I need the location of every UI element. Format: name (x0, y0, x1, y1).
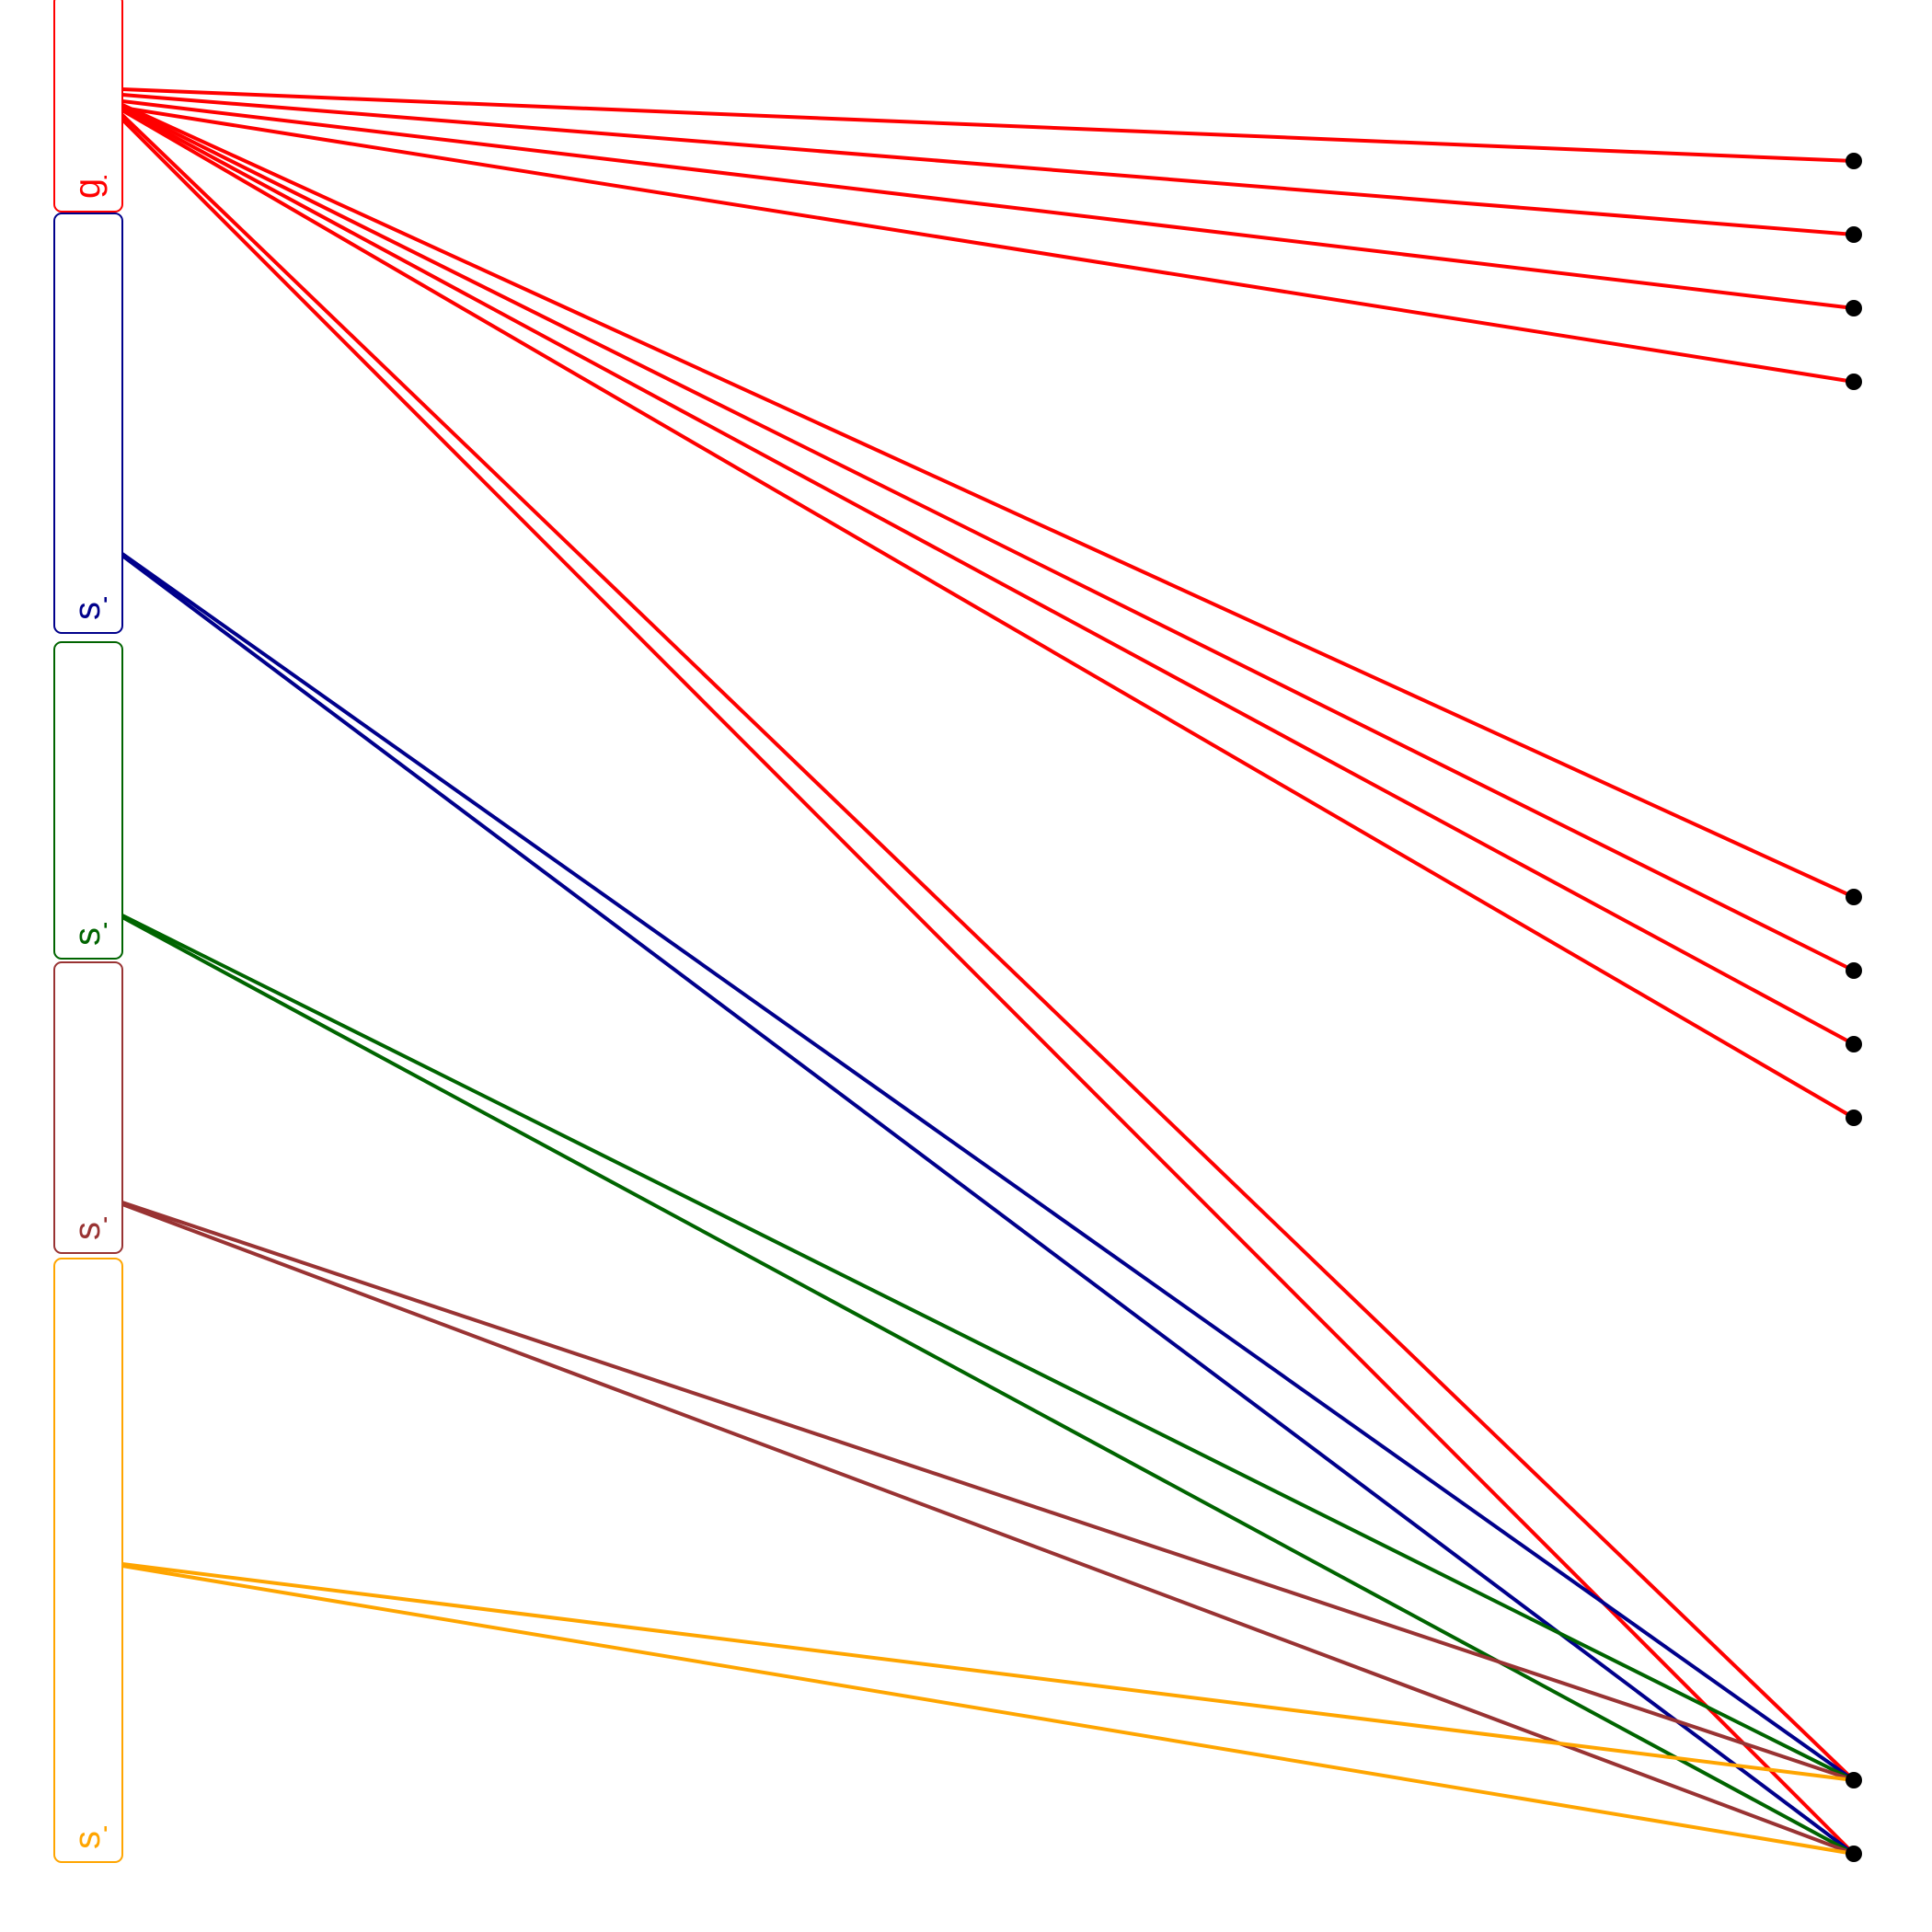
target-node-6 (1846, 1036, 1862, 1052)
target-node-0 (1846, 153, 1862, 169)
taxon-label-text: s__Escherichia fergusonii (67, 526, 108, 946)
link-alistipes-9 (121, 118, 1856, 1856)
link-fuso-8 (121, 1562, 1855, 1782)
target-node-9 (1846, 1846, 1862, 1862)
link-alistipes-6 (121, 107, 1855, 1046)
link-alistipes-5 (121, 105, 1855, 972)
link-alistipes-0 (121, 87, 1855, 163)
link-alistipes-8 (121, 113, 1856, 1782)
link-bifido-8 (121, 552, 1856, 1782)
link-alistipes-1 (121, 93, 1855, 236)
taxon-label-fuso: s__Fusobacterium canifelinum (53, 1258, 123, 1863)
target-nodes (1846, 153, 1862, 1862)
taxon-label-bifido: s__Bifidobacterium adolescentis (53, 92, 123, 634)
taxon-label-text: s__Salmonella bongori (67, 866, 108, 1240)
target-node-8 (1846, 1772, 1862, 1788)
link-salmonella-8 (121, 1201, 1855, 1782)
taxon-label-text: g__Alistipes (67, 0, 108, 199)
target-node-7 (1846, 1110, 1862, 1126)
link-alistipes-7 (121, 109, 1856, 1120)
link-fuso-9 (121, 1564, 1855, 1856)
taxon-label-salmonella: s__Salmonella bongori (53, 866, 123, 1254)
taxon-label-box (53, 1258, 123, 1863)
target-node-5 (1846, 962, 1862, 979)
taxon-label-text: s__Fusobacterium canifelinum (67, 1351, 108, 1849)
link-alistipes-3 (121, 106, 1855, 384)
target-node-2 (1846, 300, 1862, 316)
taxon-label-box (53, 641, 123, 960)
link-escherichia-8 (121, 914, 1855, 1782)
taxon-label-box (53, 961, 123, 1254)
taxon-label-box (53, 0, 123, 213)
taxon-label-alistipes: g__Alistipes (53, 0, 123, 213)
link-escherichia-9 (121, 915, 1855, 1856)
taxon-label-box (53, 213, 123, 634)
link-alistipes-2 (121, 99, 1855, 310)
links-layer (121, 87, 1856, 1856)
link-bifido-9 (121, 554, 1856, 1856)
taxon-label-escherichia: s__Escherichia fergusonii (53, 526, 123, 960)
link-alistipes-4 (121, 103, 1855, 899)
target-node-4 (1846, 889, 1862, 905)
taxon-label-text: s__Bifidobacterium adolescentis (67, 92, 108, 620)
target-node-1 (1846, 226, 1862, 243)
target-node-3 (1846, 374, 1862, 390)
taxon-labels: g__Alistipess__Bifidobacterium adolescen… (53, 0, 123, 1863)
